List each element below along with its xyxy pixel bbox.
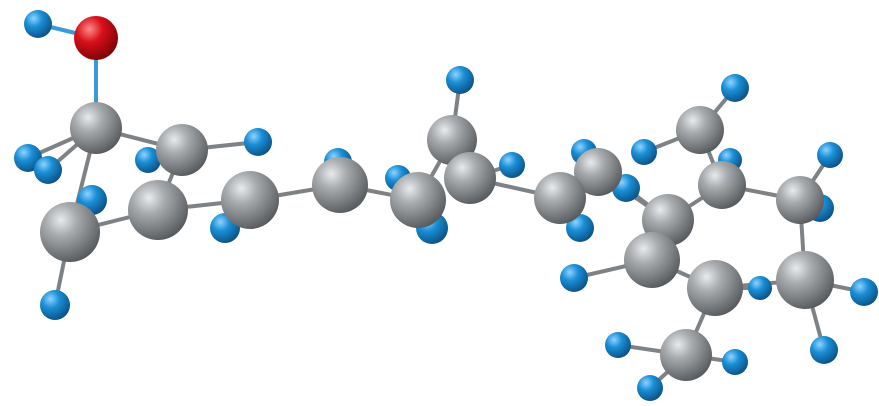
carbon-atom	[427, 115, 477, 165]
carbon-atom	[70, 102, 122, 154]
hydrogen-atom	[499, 152, 525, 178]
hydrogen-atom	[135, 147, 161, 173]
hydrogen-atom	[637, 375, 663, 401]
carbon-atom	[390, 172, 446, 228]
carbon-atom	[312, 157, 368, 213]
hydrogen-atom	[810, 336, 838, 364]
hydrogen-atom	[34, 156, 62, 184]
carbon-atom	[676, 106, 724, 154]
carbon-atom	[534, 172, 586, 224]
carbon-atom	[40, 202, 100, 262]
hydrogen-atom	[748, 276, 772, 300]
oxygen-atom	[74, 16, 118, 60]
atoms-layer	[14, 10, 878, 401]
hydrogen-atom	[605, 332, 631, 358]
hydrogen-atom	[24, 10, 52, 38]
carbon-atom	[660, 329, 712, 381]
carbon-atom	[687, 260, 743, 316]
carbon-atom	[776, 176, 824, 224]
hydrogen-atom	[850, 278, 878, 306]
hydrogen-atom	[631, 139, 657, 165]
carbon-atom	[574, 148, 622, 196]
carbon-atom	[776, 251, 834, 309]
hydrogen-atom	[722, 349, 748, 375]
carbon-atom	[156, 124, 208, 176]
carbon-atom	[128, 180, 188, 240]
hydrogen-atom	[560, 264, 588, 292]
hydrogen-atom	[40, 290, 70, 320]
carbon-atom	[444, 152, 496, 204]
hydrogen-atom	[817, 142, 843, 168]
hydrogen-atom	[566, 214, 594, 242]
hydrogen-atom	[446, 66, 474, 94]
hydrogen-atom	[721, 74, 749, 102]
hydrogen-atom	[244, 128, 272, 156]
carbon-atom	[698, 161, 746, 209]
carbon-atom	[221, 171, 279, 229]
carbon-atom	[624, 232, 680, 288]
